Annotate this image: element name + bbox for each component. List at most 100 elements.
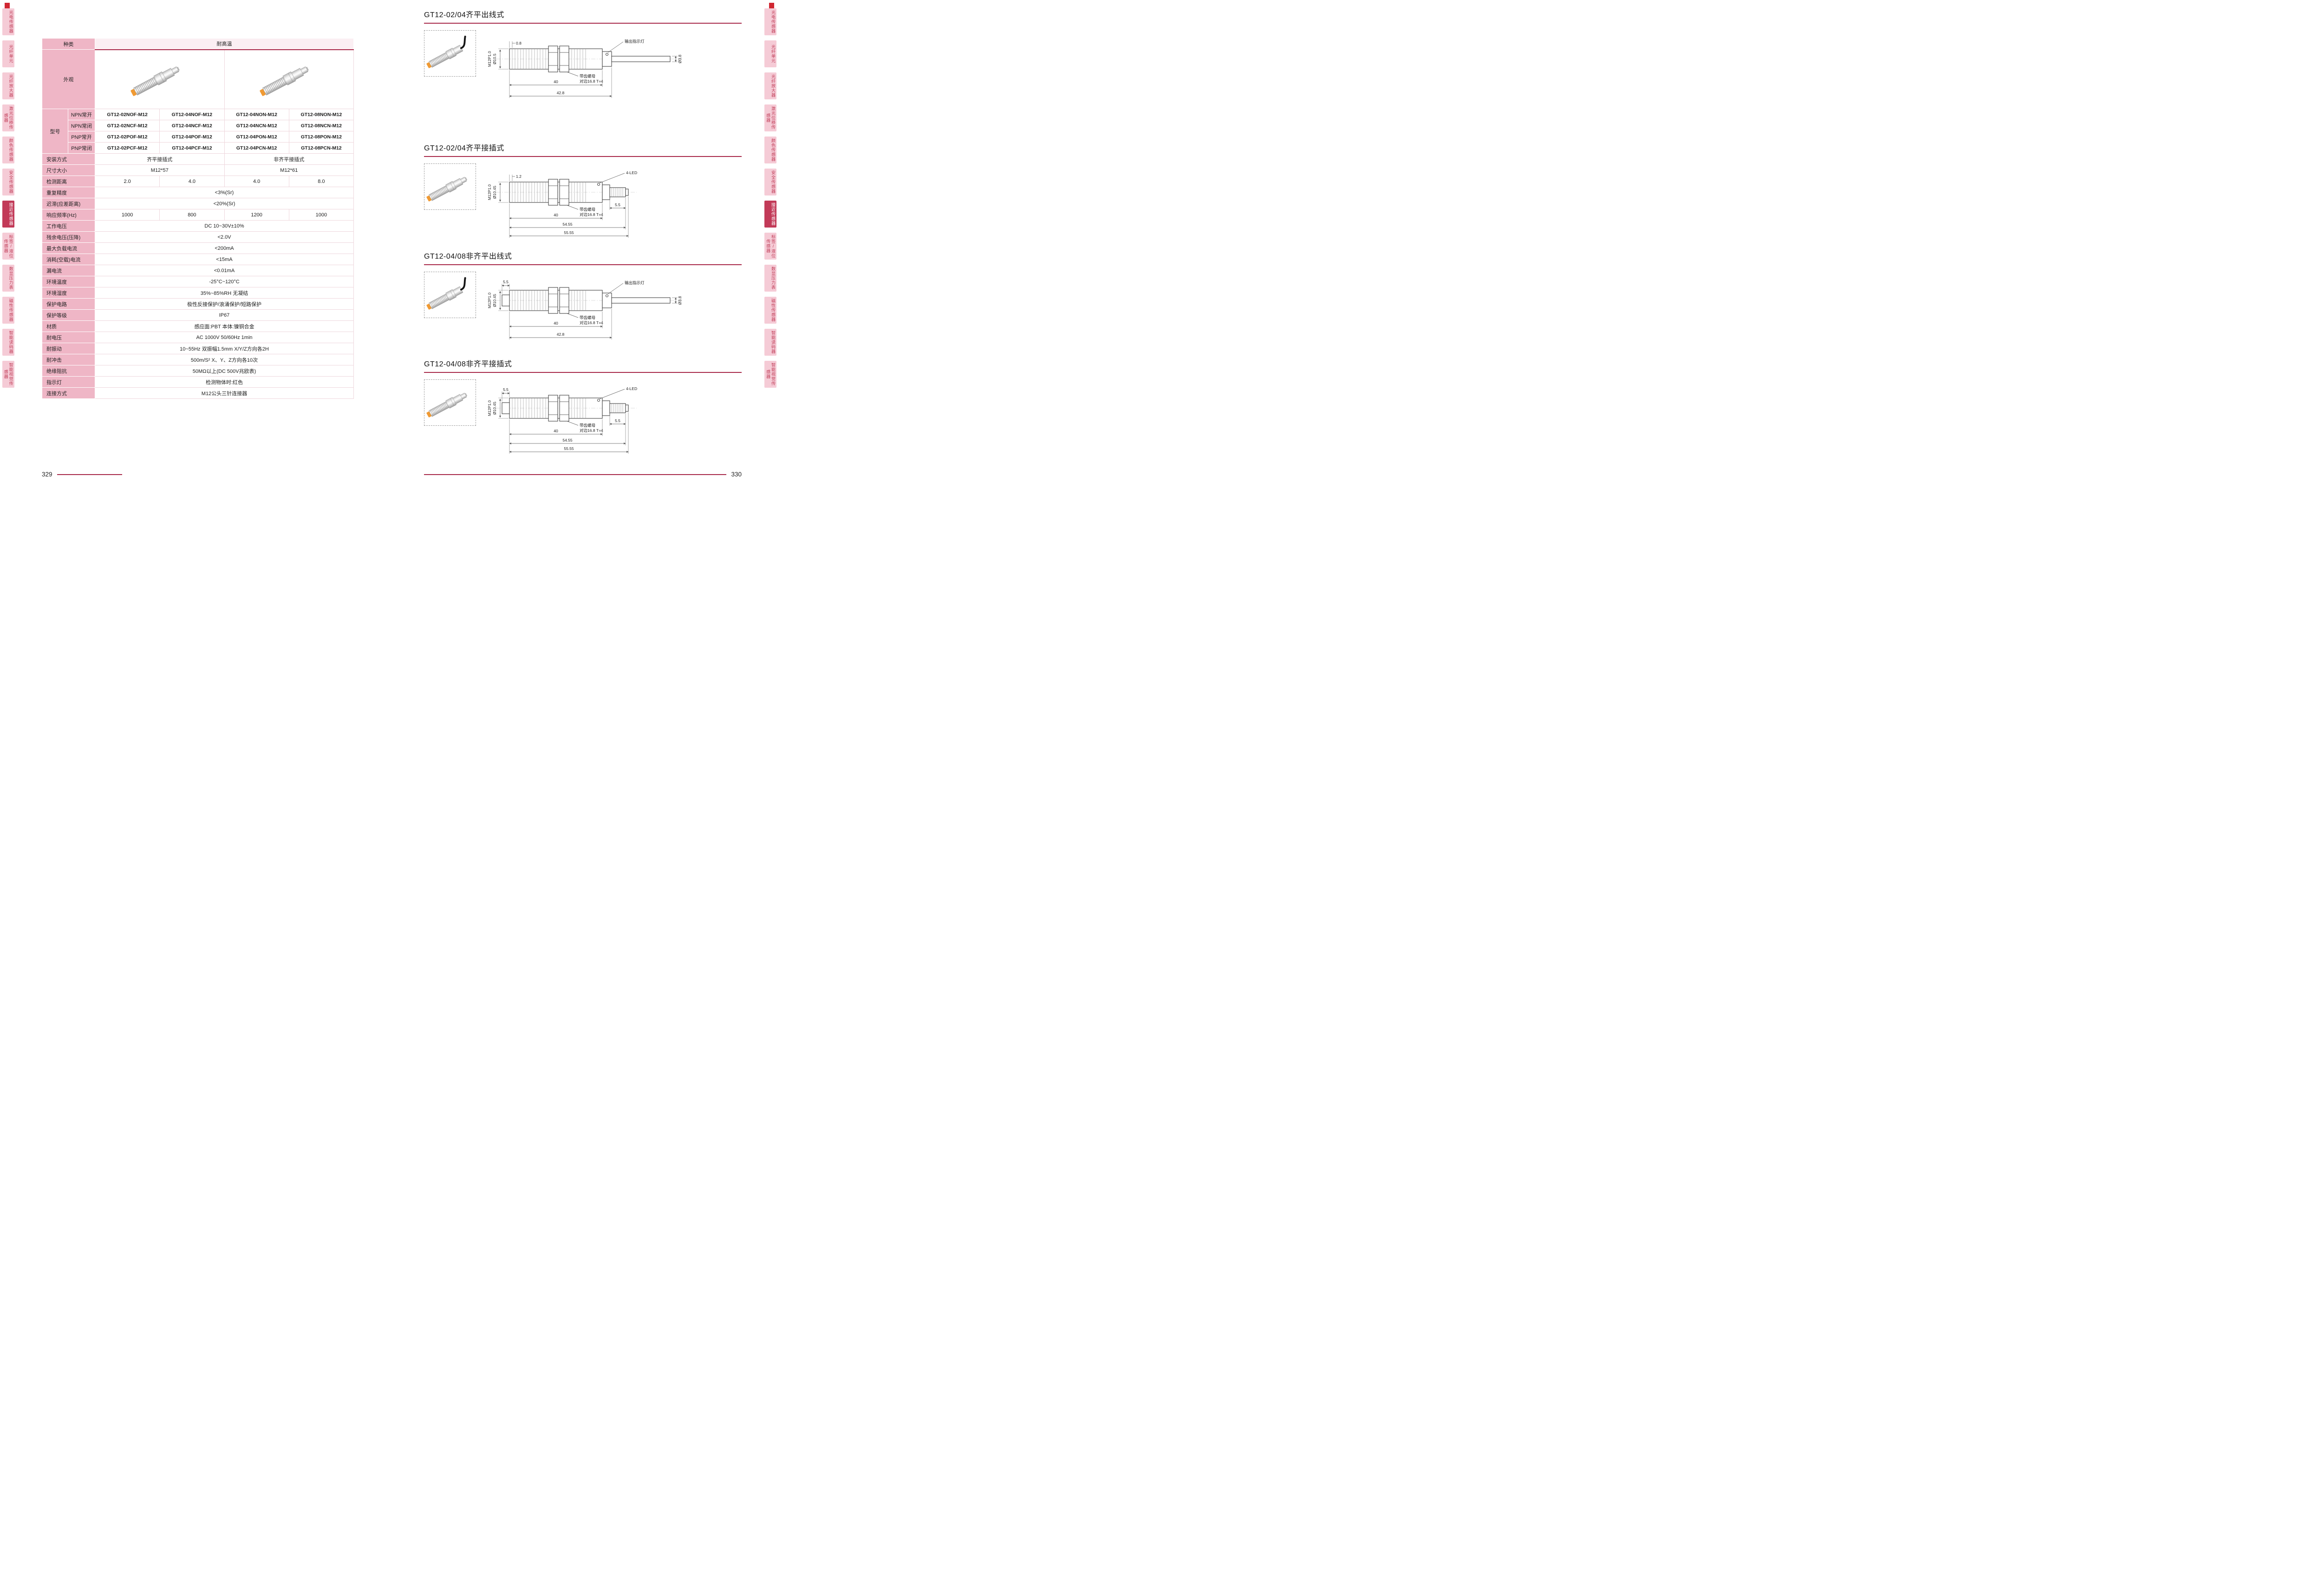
sidebar-tab[interactable]: 接近传感器 xyxy=(764,201,776,228)
spec-value: M12*57 xyxy=(95,164,225,176)
nut-label: 带齿螺母 xyxy=(580,74,595,78)
connector-dim: 5.5 xyxy=(615,418,620,423)
model-number: GT12-04PON-M12 xyxy=(224,131,289,143)
spec-row: 漏电流<0.01mA xyxy=(42,265,354,276)
appearance-label: 外观 xyxy=(42,49,95,109)
dimension-drawing: 输出指示灯 0.8 Ø10.5 M12P1.0 带齿螺母 对边16.8 T=4 … xyxy=(488,39,683,98)
spec-value: DC 10~30V±10% xyxy=(95,220,354,232)
tip-dim: 0.8 xyxy=(516,41,522,46)
sidebar-tab[interactable]: 光纤单元 xyxy=(764,40,776,67)
spec-value: 8.0 xyxy=(288,176,354,187)
length-dim-body: 54.55 xyxy=(562,438,573,443)
spec-row-label: 保护电路 xyxy=(42,298,95,310)
sidebar-tab[interactable]: 光纤单元 xyxy=(2,40,14,67)
sidebar-tab[interactable]: 光纤放大器 xyxy=(2,72,14,99)
model-number: GT12-02POF-M12 xyxy=(94,131,160,143)
sidebar-tab[interactable]: 数显压力表 xyxy=(2,265,14,292)
spec-row-label: 环境湿度 xyxy=(42,287,95,299)
spec-value: 1200 xyxy=(224,209,289,221)
spec-value: M12公头三针连接器 xyxy=(95,387,354,399)
spec-value: 800 xyxy=(159,209,225,221)
diagram-title: GT12-02/04齐平出线式 xyxy=(424,8,742,24)
diameter-dim: Ø10.5 xyxy=(492,53,497,64)
model-label: 型号 xyxy=(42,109,68,154)
spec-row: 保护电路极性反接保护/浪涌保护/短路保护 xyxy=(42,298,354,310)
sidebar-tab[interactable]: 安全传感器 xyxy=(2,169,14,195)
sidebar-tab[interactable]: 颜色传感器 xyxy=(2,137,14,163)
page-number-right: 330 xyxy=(731,471,742,478)
sidebar-tab[interactable]: 光纤放大器 xyxy=(764,72,776,99)
sensor-photo-nonflush xyxy=(224,49,354,109)
spec-value: <20%(Sr) xyxy=(95,198,354,209)
dimension-drawing: 4-LED 5.5 Ø10.45 M12P1.0 带齿螺母 对边16.8 T=4… xyxy=(488,386,637,454)
length-dim: 40 xyxy=(554,429,558,433)
sidebar-tab[interactable]: 智能读码器 xyxy=(764,329,776,356)
spec-value: 1000 xyxy=(94,209,160,221)
spec-row: 环境温度-25°C~120°C xyxy=(42,276,354,287)
sidebar-tab[interactable]: 智能视觉传感器 xyxy=(2,361,14,388)
spec-row-label: 保护等级 xyxy=(42,309,95,321)
sidebar-tab[interactable]: 接近传感器 xyxy=(2,201,14,228)
spec-row: 安装方式齐平接插式非齐平接插式 xyxy=(42,153,354,165)
product-photo xyxy=(424,272,476,318)
sidebar-tab[interactable]: 安全传感器 xyxy=(764,169,776,195)
length-dim-total: 55.55 xyxy=(564,446,574,451)
product-photo xyxy=(424,30,476,77)
sidebar-tab[interactable]: 标签/液位传感器 xyxy=(764,233,776,260)
nut-label: 带齿螺母 xyxy=(580,315,595,320)
sidebar-tab[interactable]: 标签/液位传感器 xyxy=(2,233,14,260)
thread-dim: M12P1.0 xyxy=(488,184,492,200)
sidebar-tab[interactable]: 智能读码器 xyxy=(2,329,14,356)
spec-row-label: 耐振动 xyxy=(42,343,95,354)
length-dim-body: 54.55 xyxy=(562,222,573,227)
diagram-title: GT12-02/04齐平接插式 xyxy=(424,142,742,157)
sidebar-tab[interactable]: 数显压力表 xyxy=(764,265,776,292)
model-number: GT12-04NON-M12 xyxy=(224,109,289,120)
spec-value: 4.0 xyxy=(159,176,225,187)
sidebar-tab[interactable]: 激光位移传感器 xyxy=(2,104,14,131)
sidebar-left: 光电传感器光纤单元光纤放大器激光位移传感器颜色传感器安全传感器接近传感器标签/液… xyxy=(2,8,14,388)
sidebar-tab[interactable]: 智能视觉传感器 xyxy=(764,361,776,388)
spec-value: <3%(Sr) xyxy=(95,187,354,198)
cable-dim: Ø3.8 xyxy=(678,55,682,64)
catalog-spread: 光电传感器光纤单元光纤放大器激光位移传感器颜色传感器安全传感器接近传感器标签/液… xyxy=(0,0,779,532)
sidebar-tab[interactable]: 磁性传感器 xyxy=(764,297,776,324)
spec-value: IP67 xyxy=(95,309,354,321)
diameter-dim: Ø10.45 xyxy=(492,294,497,307)
page-number-left: 329 xyxy=(42,471,52,478)
model-number: GT12-08PON-M12 xyxy=(288,131,354,143)
spec-row-label: 指示灯 xyxy=(42,376,95,388)
sidebar-tab[interactable]: 光电传感器 xyxy=(764,8,776,35)
sensor-photo-flush xyxy=(95,49,225,109)
sidebar-tab[interactable]: 磁性传感器 xyxy=(2,297,14,324)
sidebar-tab[interactable]: 激光位移传感器 xyxy=(764,104,776,131)
spec-row-label: 残余电压(压降) xyxy=(42,231,95,243)
spec-value: <2.0V xyxy=(95,231,354,243)
model-number: GT12-08NON-M12 xyxy=(288,109,354,120)
tip-dim: 5.5 xyxy=(503,387,509,392)
nut-label2: 对边16.8 T=4 xyxy=(580,320,603,325)
spec-row-label: 消耗(空载)电流 xyxy=(42,254,95,265)
diagram-title: GT12-04/08非齐平出线式 xyxy=(424,250,742,265)
model-number: GT12-02PCF-M12 xyxy=(94,142,160,154)
tip-dim: 5.5 xyxy=(503,280,509,284)
right-page: GT12-02/04齐平出线式 输出指示灯 xyxy=(424,0,742,532)
spec-value: -25°C~120°C xyxy=(95,276,354,287)
sidebar-tab[interactable]: 颜色传感器 xyxy=(764,137,776,163)
model-number: GT12-04NCF-M12 xyxy=(159,120,225,131)
thread-dim: M12P1.0 xyxy=(488,400,492,416)
nut-label2: 对边16.8 T=4 xyxy=(580,212,603,217)
length-dim-total: 42.8 xyxy=(557,332,565,337)
spec-row-label: 连接方式 xyxy=(42,387,95,399)
sidebar-tab[interactable]: 光电传感器 xyxy=(2,8,14,35)
